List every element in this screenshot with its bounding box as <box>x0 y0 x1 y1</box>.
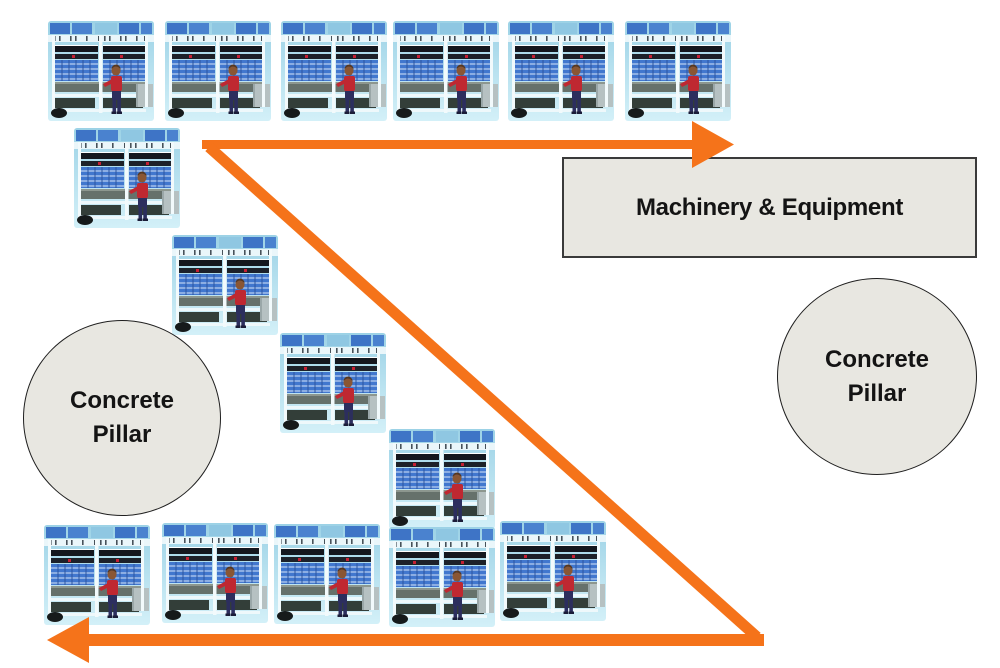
machinery-equipment-label: Machinery & Equipment <box>562 157 977 258</box>
embroidery-machine-with-operator-image <box>74 128 180 228</box>
embroidery-machine-with-operator-image <box>162 523 268 623</box>
embroidery-machine-with-operator-image <box>48 21 154 121</box>
machine-image <box>162 523 268 623</box>
embroidery-machine-with-operator-image <box>165 21 271 121</box>
concrete-pillar-right-text: Concrete Pillar <box>824 345 930 407</box>
embroidery-machine-with-operator-image <box>625 21 731 121</box>
machine-image <box>625 21 731 121</box>
embroidery-machine-with-operator-image <box>500 521 606 621</box>
machine-image <box>165 21 271 121</box>
machine-image <box>393 21 499 121</box>
machine-image <box>508 21 614 121</box>
concrete-pillar-right: Concrete Pillar <box>777 278 977 475</box>
machine-image <box>172 235 278 335</box>
embroidery-machine-with-operator-image <box>393 21 499 121</box>
machine-image <box>500 521 606 621</box>
concrete-pillar-left-text: Concrete Pillar <box>69 387 175 448</box>
embroidery-machine-with-operator-image <box>44 525 150 625</box>
machine-image <box>74 128 180 228</box>
machine-image <box>280 333 386 433</box>
embroidery-machine-with-operator-image <box>281 21 387 121</box>
machine-image <box>389 429 495 529</box>
machine-image <box>48 21 154 121</box>
machine-image <box>44 525 150 625</box>
embroidery-machine-with-operator-image <box>280 333 386 433</box>
machine-image <box>274 524 380 624</box>
embroidery-machine-with-operator-image <box>172 235 278 335</box>
machine-image <box>281 21 387 121</box>
embroidery-machine-with-operator-image <box>389 527 495 627</box>
embroidery-machine-with-operator-image <box>274 524 380 624</box>
embroidery-machine-with-operator-image <box>389 429 495 529</box>
machinery-equipment-text: Machinery & Equipment <box>635 193 904 221</box>
embroidery-machine-with-operator-image <box>508 21 614 121</box>
machine-image <box>389 527 495 627</box>
concrete-pillar-left: Concrete Pillar <box>23 320 221 516</box>
